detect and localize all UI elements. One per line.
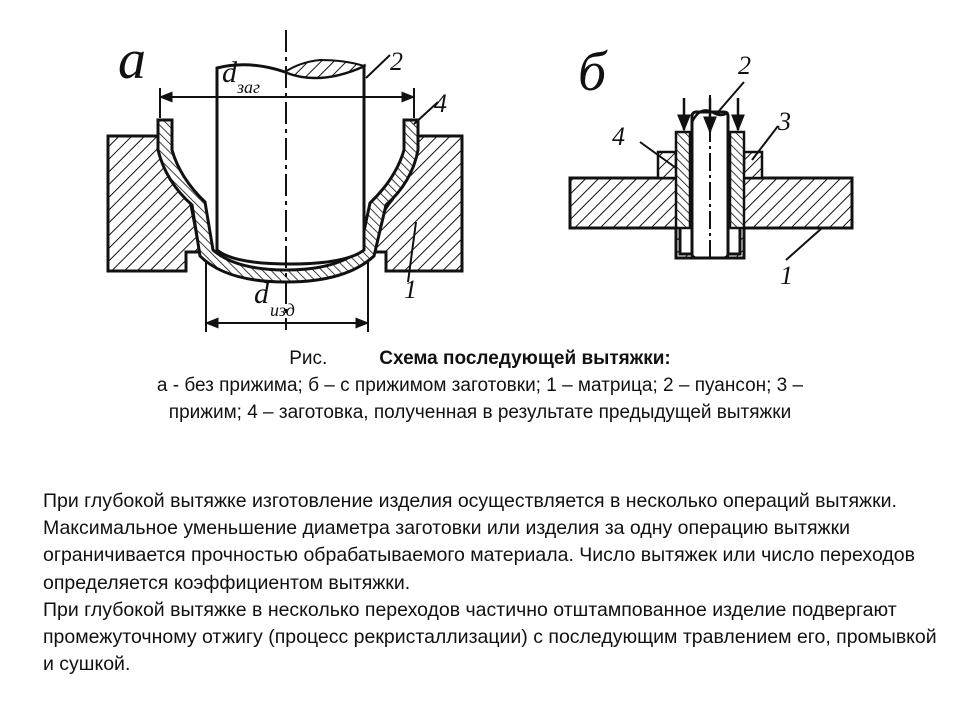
caption-heading: Рис. Схема последующей вытяжки: bbox=[130, 345, 830, 372]
punch bbox=[215, 63, 366, 266]
paragraph-1: При глубокой вытяжке изготовление издели… bbox=[43, 490, 915, 594]
blank-shell bbox=[156, 118, 420, 284]
paragraph-2: При глубокой вытяжке в несколько переход… bbox=[43, 598, 937, 676]
caption-text: а - без прижима; б – с прижимом заготовк… bbox=[156, 375, 804, 423]
blank-wall-right bbox=[728, 130, 746, 230]
figure-caption: Рис. Схема последующей вытяжки: а - без п… bbox=[130, 345, 830, 426]
dim-product-subscript: изд bbox=[270, 300, 295, 320]
punch-section bbox=[282, 58, 367, 79]
panel-b-letter: б bbox=[578, 41, 608, 103]
dim-blank-subscript: заг bbox=[236, 77, 260, 97]
dim-product-letter: d bbox=[254, 277, 270, 310]
panel-a-letter: а bbox=[118, 29, 146, 91]
dim-blank-letter: d bbox=[222, 56, 238, 89]
panel-b-label-2: 2 bbox=[738, 51, 751, 80]
panel-a-label-2: 2 bbox=[390, 47, 403, 76]
caption-prefix: Рис. bbox=[289, 348, 328, 369]
die-left bbox=[106, 134, 202, 273]
caption-title: Схема последующей вытяжки: bbox=[379, 348, 671, 369]
panel-b-label-4: 4 bbox=[612, 122, 625, 151]
blank-wall-left bbox=[674, 130, 692, 230]
panel-a: а d заг d изд 2 4 1 bbox=[106, 29, 464, 332]
panel-b-label-3: 3 bbox=[777, 107, 791, 136]
panel-a-label-4: 4 bbox=[434, 89, 447, 118]
panel-b-label-1: 1 bbox=[780, 261, 793, 290]
panel-a-label-1: 1 bbox=[404, 275, 417, 304]
drawing-diagram: а d заг d изд 2 4 1 б bbox=[106, 29, 854, 332]
body-text: При глубокой вытяжке изготовление издели… bbox=[43, 488, 948, 678]
panel-b: б 2 3 4 1 bbox=[568, 41, 854, 290]
